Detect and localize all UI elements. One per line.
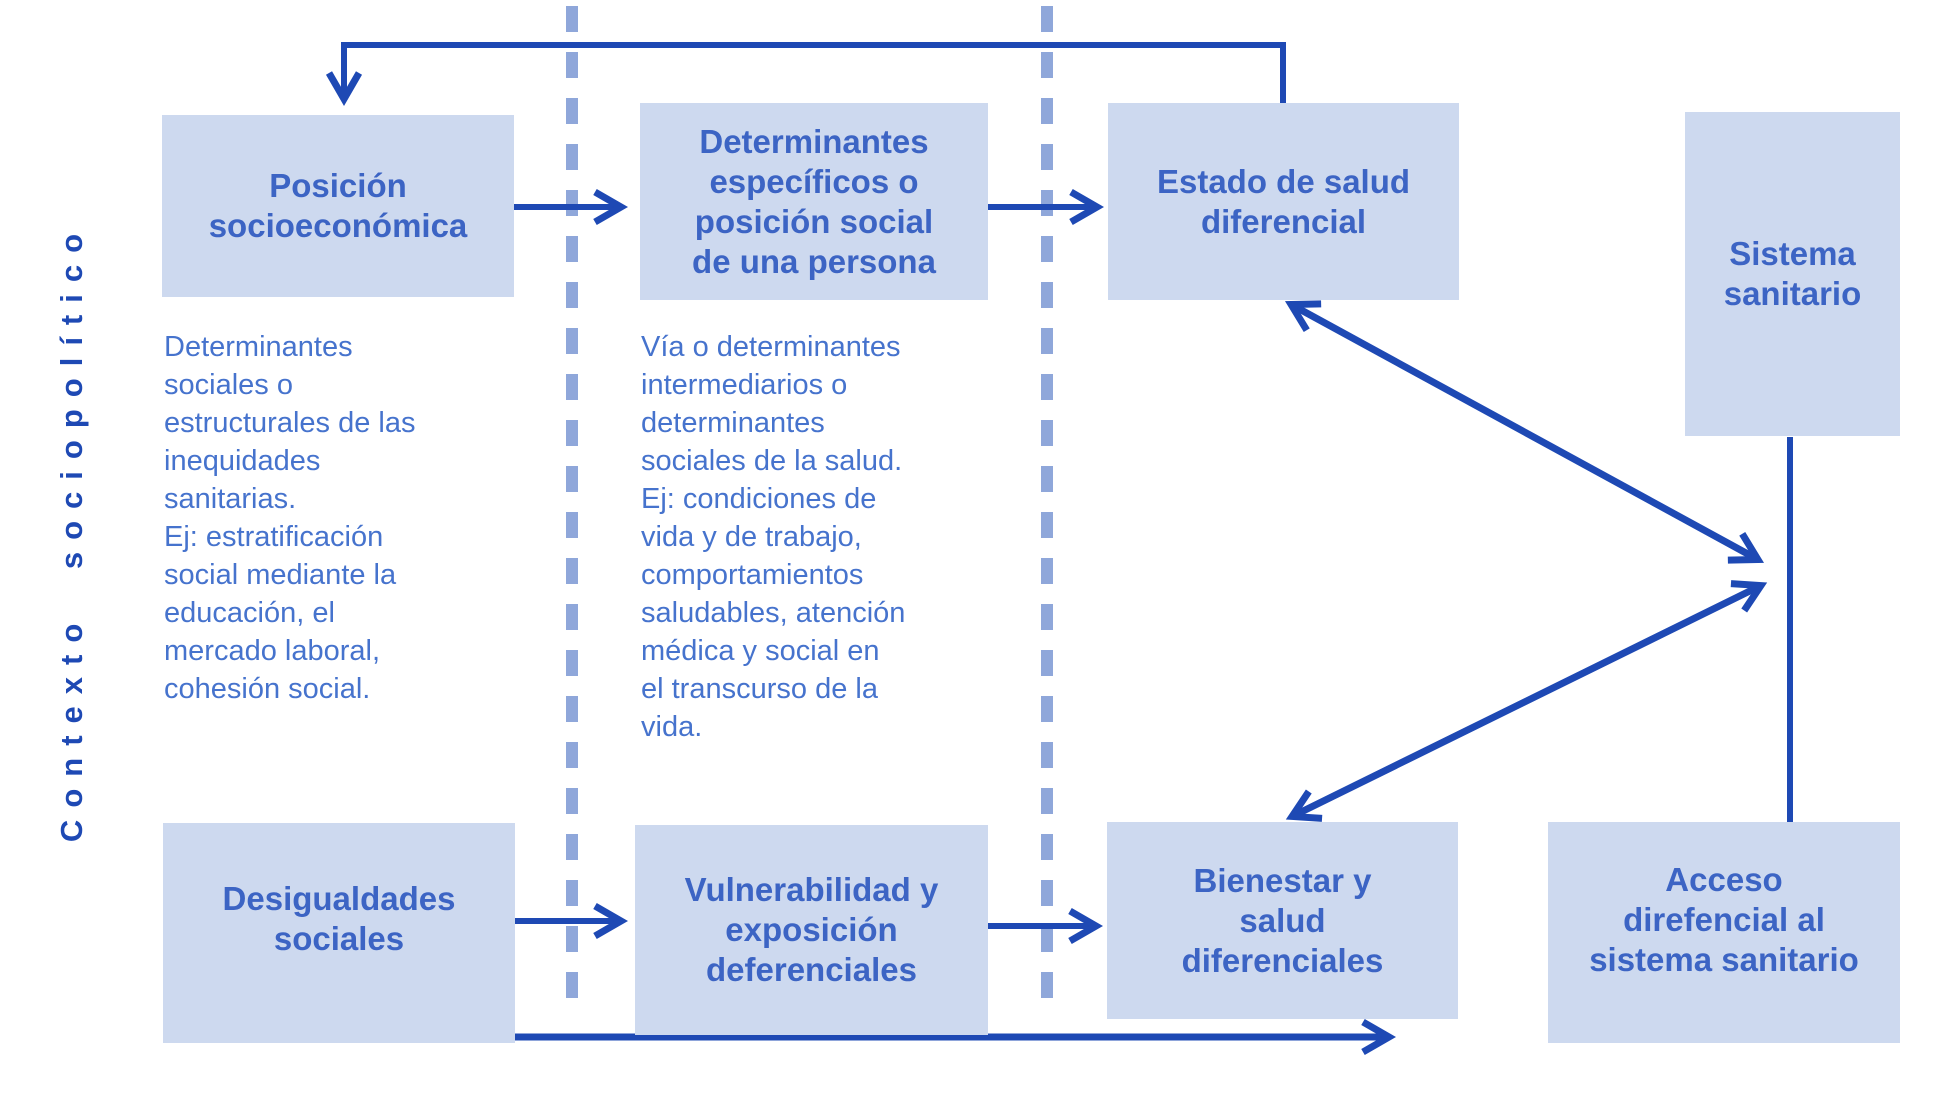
box-estado-salud: Estado de salud diferencial: [1108, 103, 1459, 300]
box-acceso: Acceso direfencial al sistema sanitario: [1548, 822, 1900, 1043]
box-vulnerabilidad-label: Vulnerabilidad y exposición deferenciale…: [684, 871, 939, 988]
box-bienestar: Bienestar y salud diferenciales: [1107, 822, 1458, 1019]
double-arrow-estado-sistema: [1284, 300, 1765, 564]
box-acceso-label: Acceso direfencial al sistema sanitario: [1589, 860, 1859, 978]
box-desigualdades-label: Desigualdades sociales: [222, 880, 456, 957]
box-vulnerabilidad: Vulnerabilidad y exposición deferenciale…: [635, 825, 988, 1035]
note-via-determinantes: Vía o determinantes intermediarios o det…: [641, 331, 906, 743]
box-estado-salud-label: Estado de salud diferencial: [1156, 162, 1411, 240]
note-determinantes-estructurales: Determinantes sociales o estructurales d…: [164, 331, 416, 705]
box-determinantes-especificos: Determinantes específicos o posición soc…: [640, 103, 988, 300]
double-arrow-bienestar-sistema: [1285, 580, 1768, 822]
box-bienestar-label: Bienestar y salud diferenciales: [1181, 861, 1384, 979]
feedback-arrow-estado-to-posicion: [325, 42, 1286, 107]
box-posicion: Posición socioeconómica: [162, 115, 514, 297]
box-sistema-sanitario-label: Sistema sanitario: [1723, 235, 1862, 312]
box-posicion-label: Posición socioeconómica: [208, 167, 468, 244]
box-sistema-sanitario: Sistema sanitario: [1685, 112, 1900, 436]
box-determinantes-especificos-label: Determinantes específicos o posición soc…: [692, 122, 936, 280]
context-label: Contexto sociopolítico: [54, 221, 89, 843]
box-desigualdades: Desigualdades sociales: [163, 823, 515, 1043]
